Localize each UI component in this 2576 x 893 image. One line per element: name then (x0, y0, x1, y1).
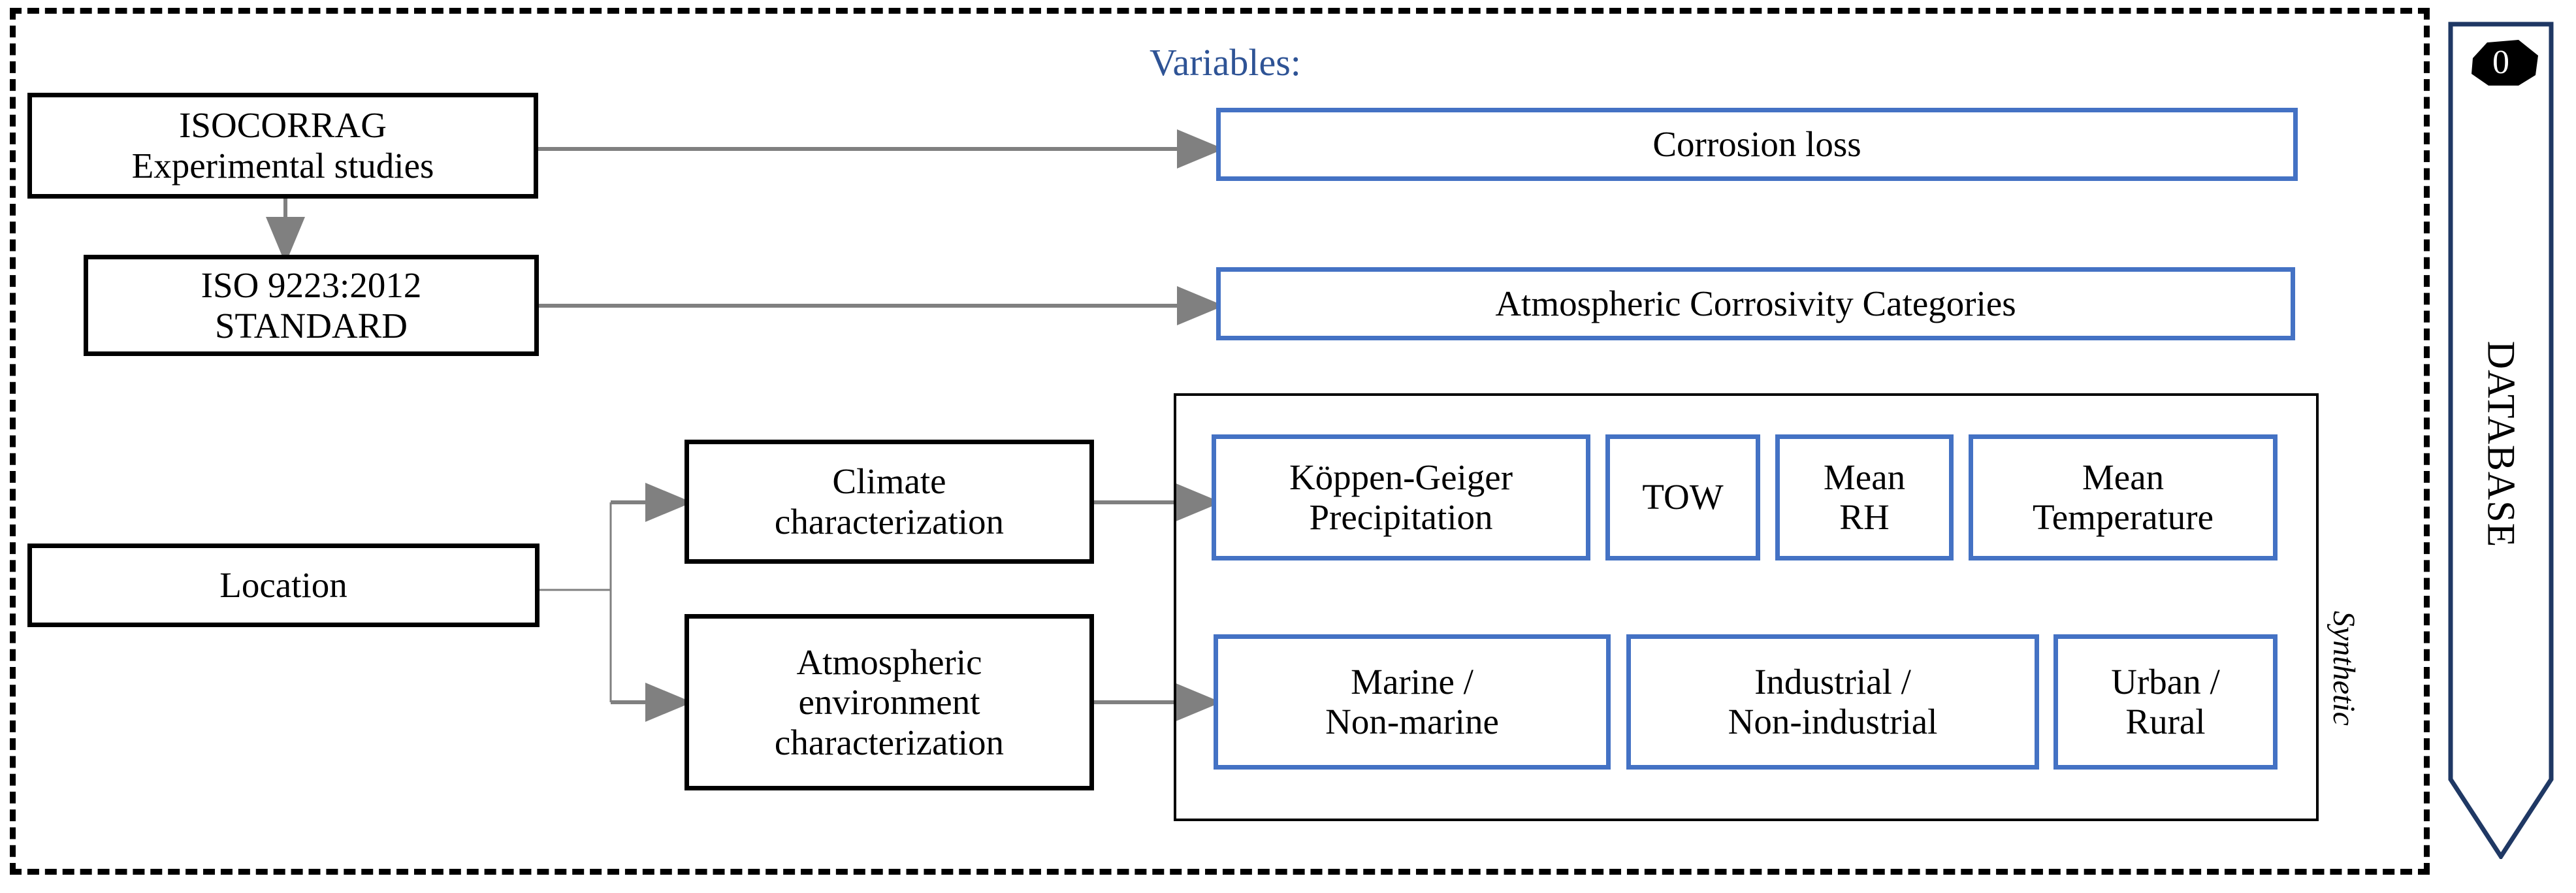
database-badge-number: 0 (2492, 43, 2509, 81)
database-badge: 0 (2458, 36, 2543, 88)
variable-box-mean-temperature-line1: Mean (2082, 457, 2165, 497)
variable-box-urban-line2: Rural (2125, 701, 2206, 741)
variable-box-marine-line2: Non-marine (1325, 701, 1499, 741)
variable-box-industrial-line2: Non-industrial (1728, 701, 1938, 741)
process-box-atmos-env-line2: environment (798, 682, 980, 723)
process-box-iso9223-line2: STANDARD (214, 305, 408, 346)
database-arrow-shape (2448, 22, 2554, 859)
scope-boundary-dashed (10, 8, 2430, 875)
variable-box-marine-non-marine[interactable]: Marine / Non-marine (1214, 634, 1611, 770)
variable-box-tow[interactable]: TOW (1605, 434, 1760, 560)
process-box-climate-line1: Climate (832, 461, 946, 502)
variable-box-koppen-geiger-precipitation[interactable]: Köppen-Geiger Precipitation (1212, 434, 1590, 560)
variable-box-mean-rh-line2: RH (1839, 496, 1890, 537)
process-box-isocorrag-line2: Experimental studies (131, 146, 434, 186)
variables-header: Variables: (1150, 41, 1301, 84)
process-box-iso9223[interactable]: ISO 9223:2012 STANDARD (84, 255, 539, 356)
synthetic-group-container (1174, 393, 2319, 821)
process-box-location-label: Location (219, 565, 347, 606)
process-box-location[interactable]: Location (27, 544, 539, 627)
variable-box-mean-temperature-line2: Temperature (2032, 496, 2214, 537)
variable-box-mean-temperature[interactable]: Mean Temperature (1969, 434, 2278, 560)
variable-box-industrial-line1: Industrial / (1754, 662, 1911, 702)
variable-box-corrosion-loss[interactable]: Corrosion loss (1216, 108, 2298, 181)
variable-box-koppen-line2: Precipitation (1309, 496, 1493, 537)
variable-box-mean-rh[interactable]: Mean RH (1775, 434, 1954, 560)
process-box-atmos-env-line1: Atmospheric (796, 641, 982, 682)
process-box-atmospheric-environment-characterization[interactable]: Atmospheric environment characterization (684, 614, 1094, 790)
variable-box-marine-line1: Marine / (1351, 662, 1473, 702)
process-box-iso9223-line1: ISO 9223:2012 (201, 265, 422, 305)
database-label: DATABASE (2479, 340, 2523, 548)
variable-box-industrial-non-industrial[interactable]: Industrial / Non-industrial (1626, 634, 2039, 770)
variable-box-corrosivity-categories-label: Atmospheric Corrosivity Categories (1495, 283, 2016, 323)
process-box-isocorrag-line1: ISOCORRAG (179, 105, 387, 146)
synthetic-label: Synthetic (2326, 611, 2361, 726)
process-box-climate-line2: characterization (774, 502, 1005, 542)
variable-box-corrosion-loss-label: Corrosion loss (1652, 123, 1861, 164)
variable-box-koppen-line1: Köppen-Geiger (1289, 457, 1513, 497)
variable-box-corrosivity-categories[interactable]: Atmospheric Corrosivity Categories (1216, 267, 2295, 340)
variable-box-tow-label: TOW (1642, 477, 1724, 517)
variable-box-mean-rh-line1: Mean (1823, 457, 1906, 497)
variable-box-urban-rural[interactable]: Urban / Rural (2053, 634, 2278, 770)
process-box-isocorrag[interactable]: ISOCORRAG Experimental studies (27, 93, 538, 199)
variable-box-urban-line1: Urban / (2111, 662, 2220, 702)
process-box-climate-characterization[interactable]: Climate characterization (684, 440, 1094, 564)
process-box-atmos-env-line3: characterization (774, 722, 1005, 762)
